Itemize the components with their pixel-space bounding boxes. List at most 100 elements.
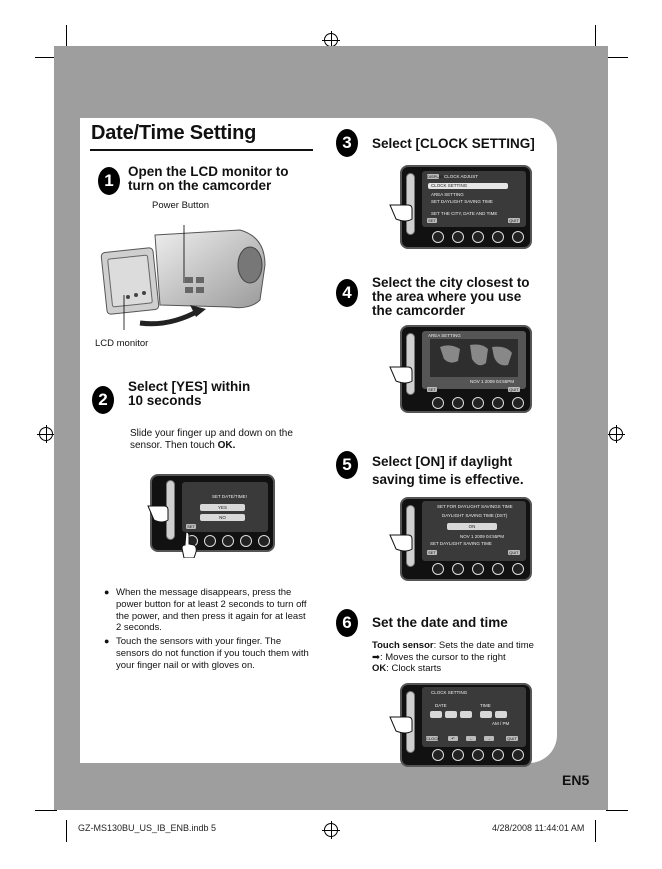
sensor-button-icon[interactable] bbox=[204, 535, 216, 547]
date-time-readout: NOV 1 2009 04:55PM bbox=[460, 534, 505, 539]
page-title: Date/Time Setting bbox=[91, 122, 257, 144]
pointing-hand-icon bbox=[147, 505, 169, 523]
back-button-icon[interactable]: ↶ bbox=[448, 736, 458, 741]
note-item: Touch the sensors with your finger. The … bbox=[104, 636, 309, 671]
touch-sensor-slider[interactable] bbox=[406, 333, 415, 395]
sensor-button-icon[interactable] bbox=[492, 563, 504, 575]
hour-field[interactable] bbox=[480, 711, 492, 718]
step-5-screen: SET FOR DAYLIGHT SAVINGS TIME DAYLIGHT S… bbox=[389, 497, 532, 581]
sensor-button-icon[interactable] bbox=[432, 563, 444, 575]
screen-title: CLOCK ADJUST bbox=[444, 174, 479, 179]
step-6-screen: CLOCK SETTING DATE TIME AM / PM CLOCK ↶ … bbox=[389, 683, 532, 767]
sensor-button-icon[interactable] bbox=[258, 535, 270, 547]
step-3-title: Select [CLOCK SETTING] bbox=[372, 136, 535, 151]
set-button[interactable]: SET bbox=[427, 387, 437, 392]
sensor-button-icon[interactable] bbox=[512, 231, 524, 243]
step-1-badge: 1 bbox=[98, 167, 120, 195]
set-button[interactable]: SET bbox=[427, 550, 437, 555]
step-6-legend: Touch sensor: Sets the date and time ➡: … bbox=[372, 640, 534, 674]
quit-button[interactable]: QUIT bbox=[508, 550, 520, 555]
quit-button[interactable]: QUIT bbox=[508, 218, 520, 223]
clock-button[interactable]: CLOCK bbox=[426, 736, 440, 741]
step-2-instruction: Slide your finger up and down on the sen… bbox=[130, 428, 293, 451]
sensor-button-icon[interactable] bbox=[432, 397, 444, 409]
pointing-hand-icon bbox=[389, 716, 413, 734]
power-button-label: Power Button bbox=[152, 200, 210, 211]
date-time-readout: NOV 1 2009 04:55PM bbox=[470, 379, 515, 384]
ampm-label: AM / PM bbox=[492, 721, 510, 726]
crop-mark bbox=[606, 57, 628, 58]
sensor-button-icon[interactable] bbox=[452, 563, 464, 575]
sensor-button-icon[interactable] bbox=[512, 563, 524, 575]
step-3-screen: DISPLAY CLOCK ADJUST CLOCK SETTING AREA … bbox=[389, 165, 532, 249]
registration-mark-icon bbox=[607, 425, 625, 443]
minute-field[interactable] bbox=[495, 711, 507, 718]
step-4-screen: AREA SETTING NOV 1 2009 04:55PM SET QUIT bbox=[389, 325, 532, 415]
dst-value[interactable]: ON bbox=[447, 523, 497, 530]
month-field[interactable] bbox=[430, 711, 442, 718]
step-6-badge: 6 bbox=[336, 609, 358, 637]
screen-subtitle: DAYLIGHT SAVING TIME (DST) bbox=[442, 513, 508, 518]
crop-mark bbox=[35, 810, 57, 811]
left-arrow-icon[interactable]: ← bbox=[466, 736, 476, 741]
sensor-button-icon[interactable] bbox=[452, 749, 464, 761]
world-map-image bbox=[430, 339, 518, 377]
screen-title: SET FOR DAYLIGHT SAVINGS TIME bbox=[437, 504, 513, 509]
no-option[interactable]: NO bbox=[200, 514, 245, 521]
sensor-button-icon[interactable] bbox=[472, 231, 484, 243]
sensor-button-icon[interactable] bbox=[432, 231, 444, 243]
sensor-button-icon[interactable] bbox=[240, 535, 252, 547]
camcorder-illustration bbox=[100, 225, 266, 330]
clock-setting-item[interactable]: CLOCK SETTING bbox=[428, 183, 508, 189]
pointing-hand-icon bbox=[389, 534, 413, 552]
sensor-button-icon[interactable] bbox=[472, 749, 484, 761]
step-3-badge: 3 bbox=[336, 129, 358, 157]
step-2-badge: 2 bbox=[92, 386, 114, 414]
registration-mark-icon bbox=[322, 31, 340, 49]
sensor-button-icon[interactable] bbox=[452, 397, 464, 409]
step-6-title: Set the date and time bbox=[372, 615, 508, 630]
time-label: TIME bbox=[480, 703, 491, 708]
screen-title: AREA SETTING bbox=[428, 333, 461, 338]
date-label: DATE bbox=[435, 703, 447, 708]
dst-setting-item[interactable]: SET DAYLIGHT SAVING TIME bbox=[431, 199, 493, 204]
yes-option[interactable]: YES bbox=[200, 504, 245, 511]
screen-title: SET DATE/TIME! bbox=[212, 494, 247, 499]
day-field[interactable] bbox=[445, 711, 457, 718]
sensor-button-icon[interactable] bbox=[452, 231, 464, 243]
registration-mark-icon bbox=[37, 425, 55, 443]
menu-tag: DISPLAY bbox=[427, 174, 444, 179]
sensor-button-icon[interactable] bbox=[512, 749, 524, 761]
area-setting-item[interactable]: AREA SETTING bbox=[431, 192, 464, 197]
sensor-button-icon[interactable] bbox=[512, 397, 524, 409]
step-2-screen: SET DATE/TIME! YES NO SET bbox=[147, 474, 275, 558]
quit-button[interactable]: QUIT bbox=[508, 387, 520, 392]
crop-mark bbox=[35, 57, 57, 58]
crop-mark bbox=[595, 820, 596, 842]
sensor-button-icon[interactable] bbox=[222, 535, 234, 547]
page-number: EN5 bbox=[562, 772, 590, 788]
sensor-button-icon[interactable] bbox=[472, 563, 484, 575]
step-5-badge: 5 bbox=[336, 451, 358, 479]
pointing-hand-icon bbox=[389, 204, 413, 222]
set-button[interactable]: SET bbox=[186, 524, 196, 529]
quit-button[interactable]: QUIT bbox=[506, 736, 518, 741]
sensor-button-icon[interactable] bbox=[492, 749, 504, 761]
pointing-hand-icon bbox=[389, 366, 413, 384]
right-arrow-icon[interactable]: → bbox=[484, 736, 494, 741]
step-4-badge: 4 bbox=[336, 279, 358, 307]
arrow-right-icon: ➡ bbox=[372, 651, 380, 663]
sensor-button-icon[interactable] bbox=[472, 397, 484, 409]
sensor-button-icon[interactable] bbox=[492, 397, 504, 409]
footer-timestamp: 4/28/2008 11:44:01 AM bbox=[492, 823, 585, 833]
title-underline bbox=[90, 149, 313, 151]
year-field[interactable] bbox=[460, 711, 472, 718]
sensor-button-icon[interactable] bbox=[492, 231, 504, 243]
sensor-button-icon[interactable] bbox=[432, 749, 444, 761]
set-button[interactable]: SET bbox=[427, 218, 437, 223]
registration-mark-icon bbox=[322, 821, 340, 839]
touch-sensor-slider[interactable] bbox=[406, 173, 415, 235]
crop-mark bbox=[66, 25, 67, 47]
